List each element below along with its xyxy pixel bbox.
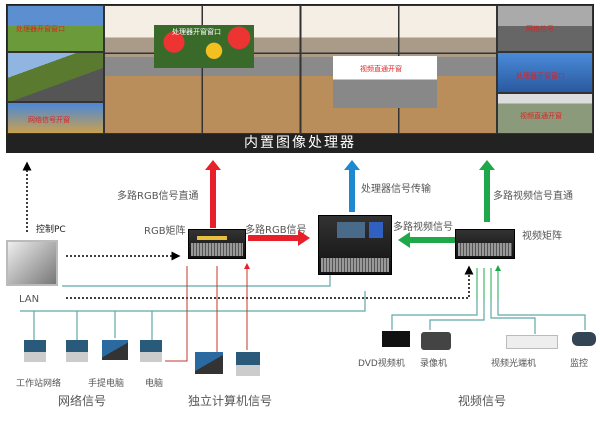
video-group-label: 视频信号 [458, 394, 507, 408]
lan-label: LAN [19, 294, 40, 305]
dvd-player-icon [382, 331, 410, 347]
overlay-label: 网络信号开窗 [28, 116, 70, 124]
rgb-matrix-device [188, 229, 246, 259]
pc-to-video-dotted [66, 265, 474, 299]
network-item-label: 工作站网络 [16, 379, 62, 389]
video-signal-label: 多路视频信号 [393, 222, 453, 233]
pc-to-processor-line [62, 275, 331, 287]
rgb-direct-arrow [205, 160, 221, 228]
computer-icon [140, 340, 162, 362]
overlay-label: 处理器开窗窗口 [172, 28, 221, 36]
wall-panel: 视频直通开窗 [497, 93, 593, 134]
rgb-signal-label: 多路RGB信号 [245, 225, 307, 236]
network-item-label: 电脑 [145, 379, 164, 389]
overlay-label: 视频直通开窗 [360, 65, 402, 73]
video-item-label: 录像机 [420, 359, 448, 369]
workstation-icon [66, 340, 88, 362]
wall-panel: 网络信号开窗 [7, 102, 104, 134]
network-item-label: 手提电脑 [88, 379, 125, 389]
wall-panel: 处理器开窗窗口 [7, 5, 104, 52]
video-item-label: 视频光端机 [491, 359, 537, 369]
wall-title-bar: 内置图像处理器 [6, 134, 594, 153]
video-direct-arrow [479, 160, 495, 222]
wall-panel: 处理器开窗窗口 [497, 52, 593, 93]
video-item-label: 监控 [570, 359, 589, 369]
image-processor-device [318, 215, 392, 275]
overlay-label: 网络信号 [526, 25, 554, 33]
rgb-signal-arrow [248, 230, 310, 246]
optical-transceiver-icon [506, 335, 558, 349]
rgb-input-lines [165, 266, 247, 362]
computer-icon [236, 352, 260, 376]
wall-panel: 网络信号 [497, 5, 593, 52]
processor-arrow [344, 160, 360, 212]
computer-group-label: 独立计算机信号 [188, 394, 273, 408]
processor-window: 处理器开窗窗口 [154, 25, 254, 68]
laptop-icon [195, 352, 223, 374]
surveillance-camera-icon [572, 332, 596, 346]
video-window: 视频直通开窗 [333, 56, 437, 108]
video-direct-label: 多路视频信号直通 [493, 191, 573, 202]
control-pc-monitor [6, 240, 58, 286]
overlay-label: 视频直通开窗 [520, 112, 562, 120]
video-input-lines [476, 268, 498, 300]
camcorder-icon [421, 332, 451, 350]
video-item-label: DVD视频机 [358, 359, 405, 369]
wall-panel [7, 52, 104, 102]
video-wall: 处理器开窗窗口 网络信号开窗 处理器开窗窗口 视频直通开窗 网络信号 处理器开窗… [6, 4, 594, 153]
video-signal-arrow [398, 232, 455, 248]
video-matrix-label: 视频矩阵 [522, 231, 562, 242]
workstation-icon [24, 340, 46, 362]
thick-arrows [205, 160, 495, 248]
network-group-label: 网络信号 [58, 394, 107, 408]
processor-transfer-label: 处理器信号传输 [361, 184, 431, 195]
overlay-label: 处理器开窗窗口 [516, 72, 565, 80]
overlay-label: 处理器开窗窗口 [16, 25, 65, 33]
laptop-icon [102, 340, 128, 360]
lan-line [20, 291, 366, 312]
rgb-direct-label: 多路RGB信号直通 [117, 191, 199, 202]
rgb-matrix-label: RGB矩阵 [144, 226, 186, 237]
video-matrix-device [455, 229, 515, 259]
control-pc-label: 控制PC [36, 225, 66, 235]
